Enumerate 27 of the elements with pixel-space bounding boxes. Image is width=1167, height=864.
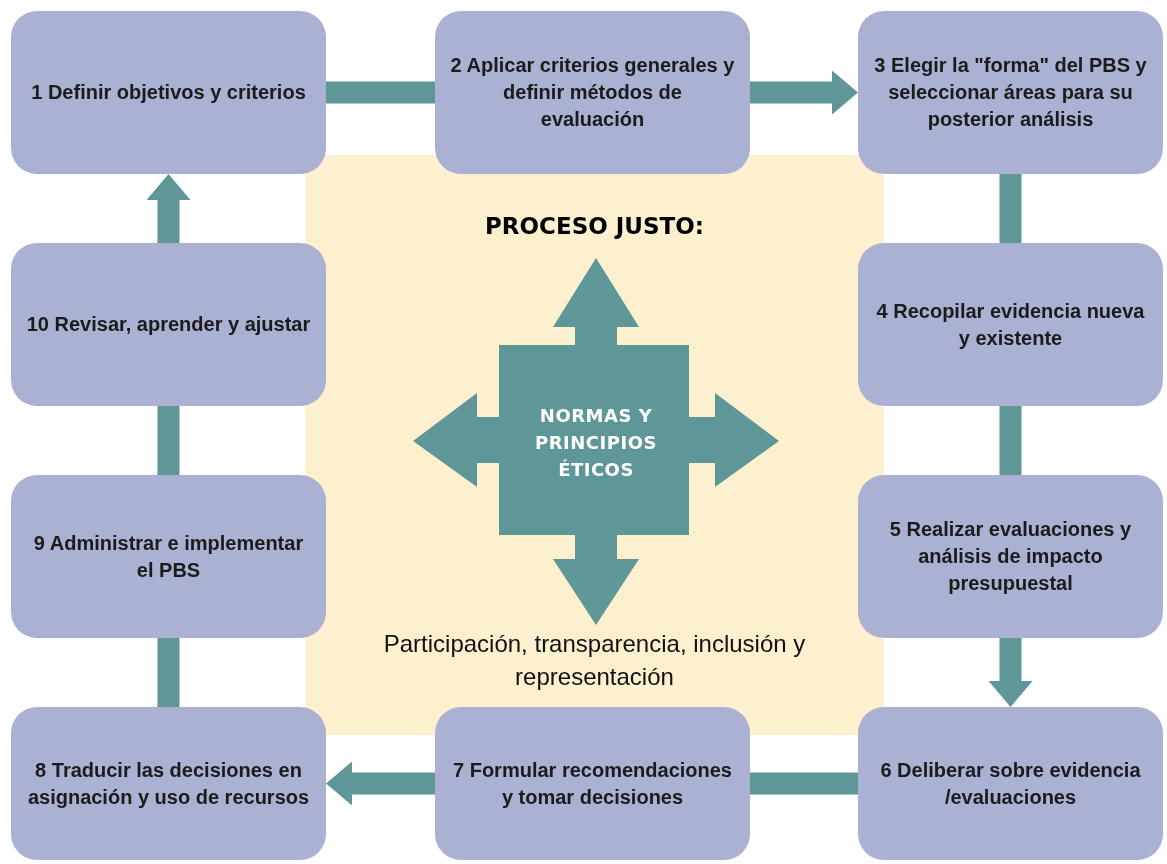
- arrow: [326, 761, 435, 806]
- step-text: 3 Elegir la "forma" del PBS y seleccionar áreas para su posterior análisis: [873, 53, 1148, 132]
- step-text: 2 Aplicar criterios generales y definir métodos de evaluación: [449, 53, 736, 132]
- process-box: [11, 243, 326, 406]
- arrow: [146, 174, 191, 243]
- process-box: [858, 243, 1163, 406]
- step-text: 1 Definir objetivos y criterios: [30, 80, 307, 105]
- panel-heading: PROCESO JUSTO:: [483, 213, 706, 239]
- process-box: [11, 475, 326, 638]
- process-box: [858, 707, 1163, 860]
- process-box: [11, 11, 326, 174]
- process-box: [11, 707, 326, 860]
- step-text: 10 Revisar, aprender y ajustar: [25, 312, 312, 337]
- arrow: [988, 638, 1033, 707]
- step-text: 6 Deliberar sobre evidencia /evaluaciones: [879, 757, 1142, 810]
- process-box: [435, 707, 750, 860]
- panel-text: Participación, transparencia, inclusión y representación: [382, 629, 807, 692]
- step-text: 8 Traducir las decisiones en asignación y uso de recursos: [26, 757, 311, 810]
- step-text: 5 Realizar evaluaciones y análisis de impacto presupuestal: [888, 517, 1133, 596]
- step-text: 4 Recopilar evidencia nueva y existente: [875, 298, 1146, 351]
- center-text: NORMAS Y PRINCIPIOS ÉTICOS: [534, 404, 658, 482]
- process-box: [858, 11, 1163, 174]
- process-box: [435, 11, 750, 174]
- step-text: 9 Administrar e implementar el PBS: [32, 530, 305, 583]
- process-box: [858, 475, 1163, 638]
- step-text: 7 Formular recomendaciones y tomar decisiones: [452, 757, 733, 810]
- arrow: [750, 70, 858, 115]
